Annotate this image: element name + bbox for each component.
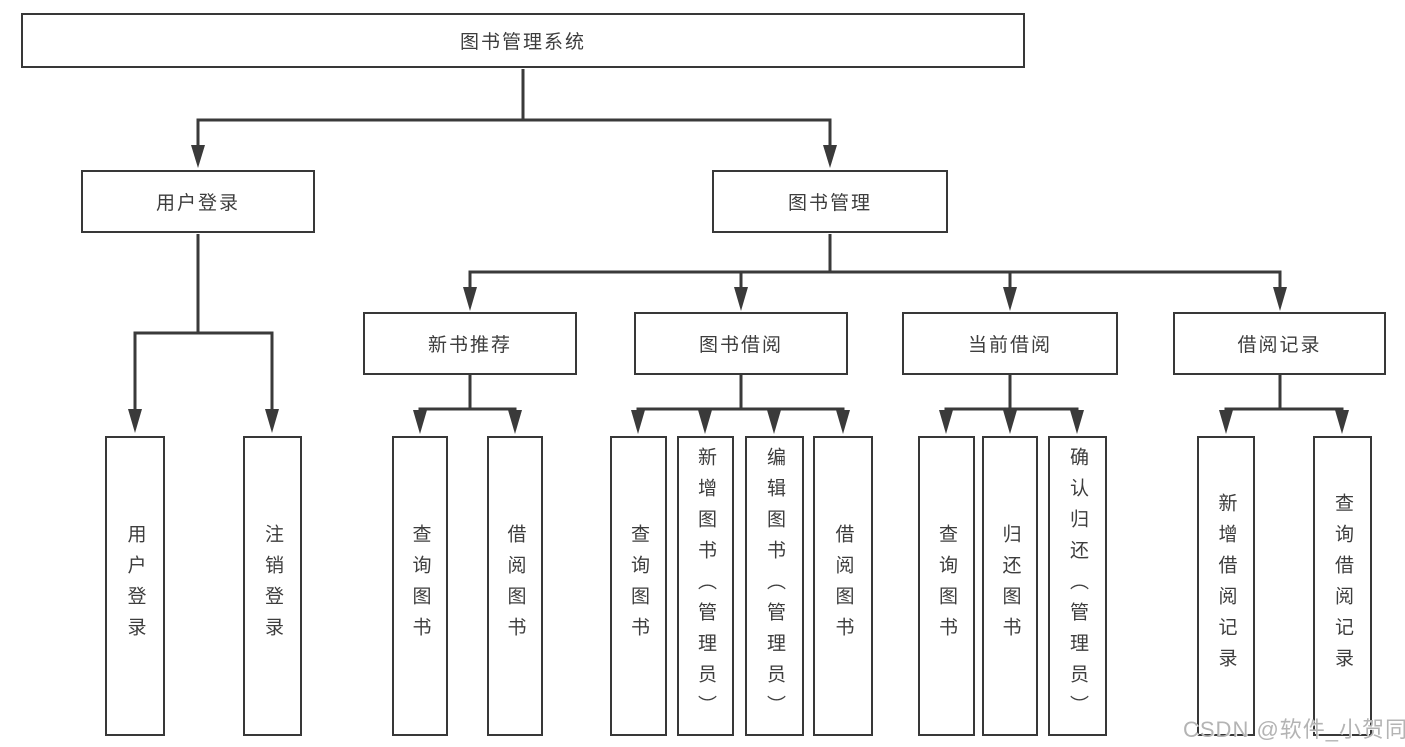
leaf-return-books-label: 归还图书 xyxy=(999,524,1021,648)
node-current-borrow-label: 当前借阅 xyxy=(967,335,1052,356)
leaf-borrow-books-label: 借阅图书 xyxy=(832,524,854,648)
leaf-borrow-books-recommend: 借阅图书 xyxy=(487,436,543,736)
leaf-query-books-recommend: 查询图书 xyxy=(392,436,448,736)
leaf-query-books-recommend-label: 查询图书 xyxy=(409,524,431,648)
node-new-book-recommend-label: 新书推荐 xyxy=(427,335,512,356)
leaf-return-books: 归还图书 xyxy=(982,436,1038,736)
leaf-confirm-return-admin: 确认归还（管理员） xyxy=(1048,436,1107,736)
leaf-query-borrow-record-label: 查询借阅记录 xyxy=(1332,493,1353,679)
leaf-query-books-borrow: 查询图书 xyxy=(610,436,667,736)
node-book-borrow: 图书借阅 xyxy=(634,312,848,375)
node-book-management: 图书管理 xyxy=(712,170,948,233)
node-user-login-branch: 用户登录 xyxy=(81,170,315,233)
leaf-borrow-books-recommend-label: 借阅图书 xyxy=(504,524,526,648)
node-borrow-records-label: 借阅记录 xyxy=(1237,335,1322,356)
leaf-confirm-return-admin-label: 确认归还（管理员） xyxy=(1067,446,1088,726)
leaf-borrow-books: 借阅图书 xyxy=(813,436,873,736)
node-root: 图书管理系统 xyxy=(21,13,1025,68)
leaf-logout-label: 注销登录 xyxy=(262,524,283,648)
node-user-login-branch-label: 用户登录 xyxy=(155,193,240,214)
leaf-user-login: 用户登录 xyxy=(105,436,165,736)
node-new-book-recommend: 新书推荐 xyxy=(363,312,577,375)
leaf-add-books-admin-label: 新增图书（管理员） xyxy=(695,446,716,726)
leaf-query-books-current: 查询图书 xyxy=(918,436,975,736)
leaf-add-books-admin: 新增图书（管理员） xyxy=(677,436,734,736)
node-book-borrow-label: 图书借阅 xyxy=(698,335,783,356)
leaf-query-books-current-label: 查询图书 xyxy=(936,524,957,648)
node-root-label: 图书管理系统 xyxy=(459,32,586,53)
leaf-query-borrow-record: 查询借阅记录 xyxy=(1313,436,1372,736)
watermark: CSDN @软件_小贺同学 xyxy=(1183,717,1405,742)
leaf-edit-books-admin-label: 编辑图书（管理员） xyxy=(764,446,785,726)
node-book-management-label: 图书管理 xyxy=(787,193,872,214)
leaf-edit-books-admin: 编辑图书（管理员） xyxy=(745,436,804,736)
leaf-query-books-borrow-label: 查询图书 xyxy=(628,524,649,648)
leaf-add-borrow-record: 新增借阅记录 xyxy=(1197,436,1255,736)
node-current-borrow: 当前借阅 xyxy=(902,312,1118,375)
leaf-user-login-label: 用户登录 xyxy=(124,524,146,648)
leaf-add-borrow-record-label: 新增借阅记录 xyxy=(1215,493,1237,679)
leaf-logout: 注销登录 xyxy=(243,436,302,736)
node-borrow-records: 借阅记录 xyxy=(1173,312,1386,375)
